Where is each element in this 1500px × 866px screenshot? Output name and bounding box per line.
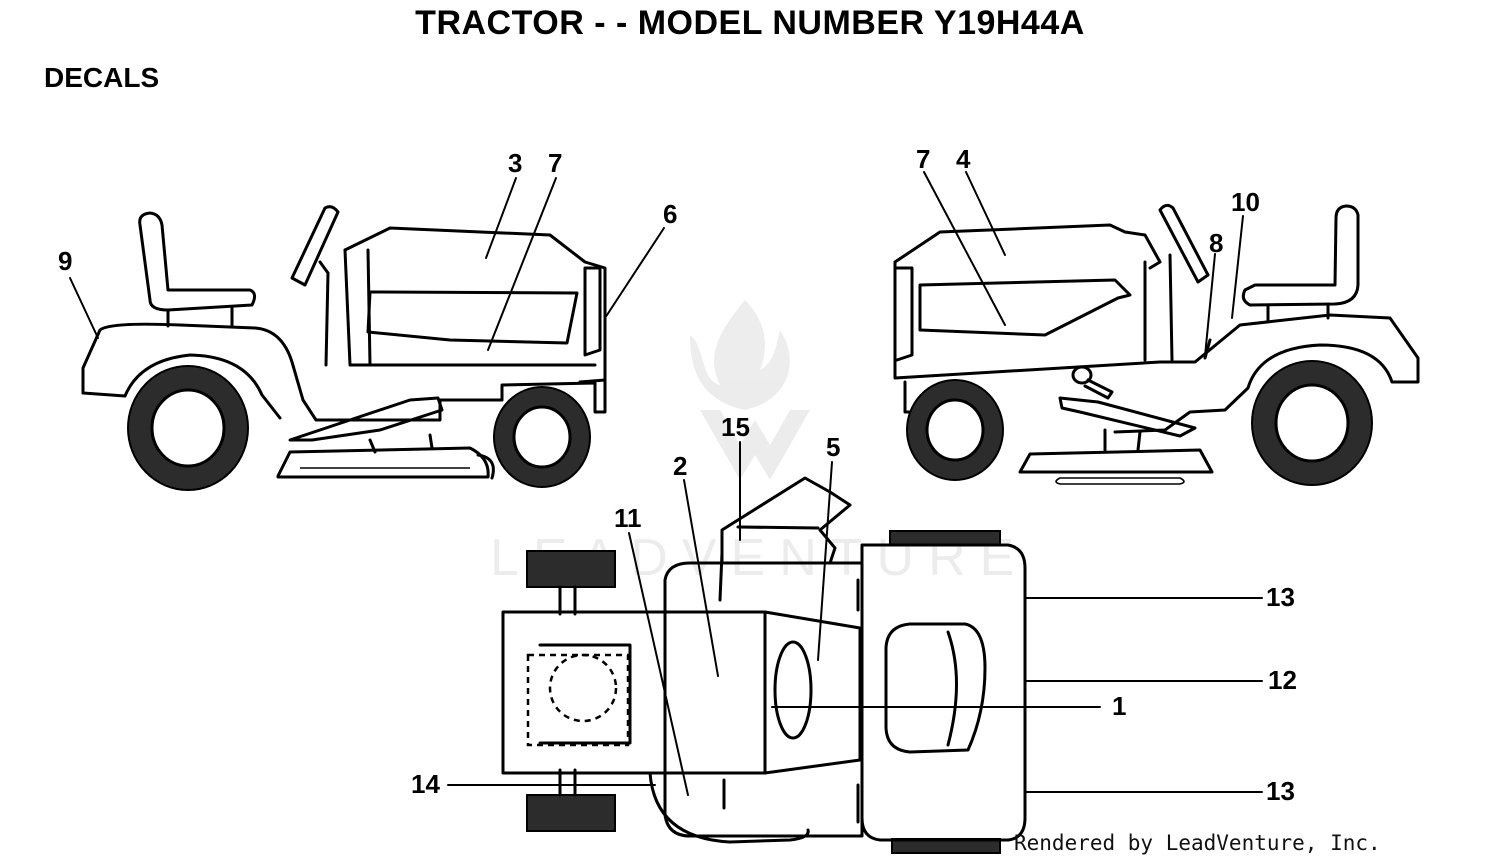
callout-2: 2 [673,451,687,481]
callout-7-right: 7 [916,144,930,174]
watermark-logo [690,300,810,480]
callout-15: 15 [721,412,750,442]
callout-13-bottom: 13 [1266,776,1295,806]
tractor-left-side-view: 3 7 6 9 [58,148,677,491]
tractor-right-side-view: 7 4 10 8 [893,144,1420,486]
section-title: DECALS [44,62,160,93]
callout-3-left: 3 [508,148,522,178]
callout-4: 4 [956,144,971,174]
callout-1: 1 [1112,691,1126,721]
tractor-top-view: 15 5 2 11 13 12 1 14 13 [411,412,1297,854]
callout-12: 12 [1268,665,1297,695]
credit-text: Rendered by LeadVenture, Inc. [1014,831,1381,855]
callout-9: 9 [58,246,72,276]
callout-13-top: 13 [1266,582,1295,612]
callout-7-left: 7 [548,148,562,178]
callout-11: 11 [614,503,642,533]
page-title: TRACTOR - - MODEL NUMBER Y19H44A [415,4,1085,42]
callout-8: 8 [1209,228,1223,258]
callout-14: 14 [411,769,440,799]
callout-5: 5 [826,432,840,462]
callout-10: 10 [1231,187,1260,217]
callout-6: 6 [663,199,677,229]
